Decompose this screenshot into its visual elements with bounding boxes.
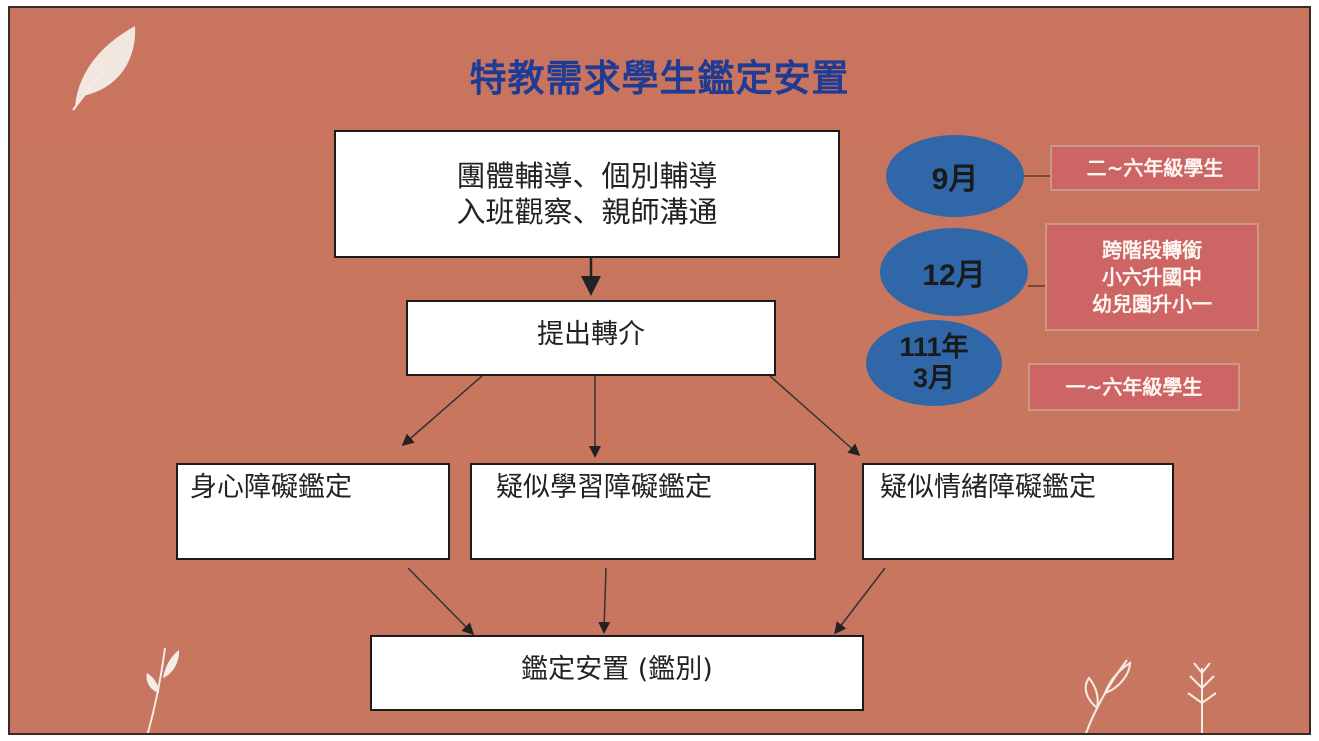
leaf-decoration-top-left	[72, 26, 136, 111]
learning-disability-box: 疑似學習障礙鑑定	[470, 463, 816, 560]
student-group-line: 小六升國中	[1102, 264, 1202, 289]
placement-label: 鑑定安置 (鑑別)	[521, 654, 713, 685]
support-line-2: 入班觀察、親師溝通	[456, 195, 718, 229]
student-group-label: 一~六年級學生	[1065, 374, 1203, 399]
student-group-line: 幼兒園升小一	[1092, 291, 1212, 316]
page-title: 特教需求學生鑑定安置	[469, 57, 850, 100]
month-oval-march: 111年 3月	[866, 320, 1002, 406]
student-group-label: 二~六年級學生	[1086, 155, 1224, 180]
flow-connectors	[401, 175, 1050, 636]
student-group-line: 跨階段轉銜	[1102, 237, 1202, 262]
slide: 特教需求學生鑑定安置 團體輔導、個別輔導 入班觀察、親師溝通 提出轉介 身心障礙…	[8, 6, 1311, 735]
learning-disability-label: 疑似學習障礙鑑定	[496, 472, 712, 503]
referral-box: 提出轉介	[406, 300, 776, 376]
arrow-to-emotional	[769, 375, 861, 456]
support-activities-box: 團體輔導、個別輔導 入班觀察、親師溝通	[334, 130, 840, 258]
physical-disability-label: 身心障礙鑑定	[190, 472, 352, 503]
month-label-year: 111年	[899, 331, 969, 362]
month-label: 12月	[922, 259, 986, 292]
arrow-physical-to-placement	[407, 567, 475, 636]
month-oval-december: 12月	[880, 228, 1028, 316]
arrow-emotional-to-placement	[834, 567, 886, 635]
leaf-decoration-bottom-right	[1084, 659, 1132, 733]
arrow-to-physical	[401, 375, 483, 446]
emotional-disability-label: 疑似情緒障礙鑑定	[880, 472, 1096, 503]
month-label-month: 3月	[912, 363, 956, 393]
month-label: 9月	[931, 163, 979, 196]
placement-box: 鑑定安置 (鑑別)	[370, 635, 864, 711]
referral-label: 提出轉介	[537, 319, 645, 350]
sprig-decoration-bottom-right	[1187, 662, 1217, 733]
emotional-disability-box: 疑似情緒障礙鑑定	[862, 463, 1174, 560]
student-group-tag-march: 一~六年級學生	[1028, 363, 1240, 411]
sprig-decoration-bottom-left	[146, 647, 180, 733]
student-group-tag-september: 二~六年級學生	[1050, 145, 1260, 191]
month-oval-september: 9月	[886, 135, 1024, 217]
arrow-learning-to-placement	[598, 567, 611, 634]
support-line-1: 團體輔導、個別輔導	[456, 158, 718, 193]
physical-disability-box: 身心障礙鑑定	[176, 463, 450, 560]
student-group-tag-december: 跨階段轉銜 小六升國中 幼兒園升小一	[1045, 223, 1259, 331]
